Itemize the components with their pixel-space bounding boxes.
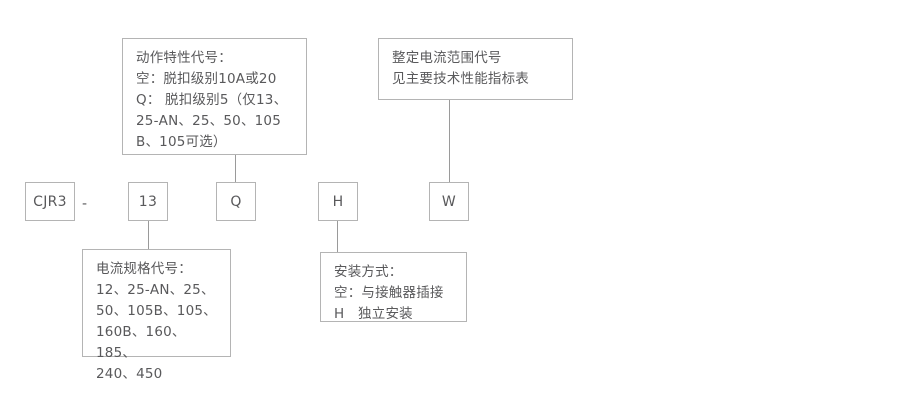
separator-dash: -: [82, 196, 88, 212]
code-box-trip-characteristic[interactable]: Q: [216, 182, 256, 221]
callout-trip-characteristic: 动作特性代号： 空：脱扣级别10A或20 Q： 脱扣级别5（仅13、 25-AN…: [122, 38, 307, 155]
code-box-setting-range[interactable]: W: [429, 182, 469, 221]
connector-current-rating: [148, 221, 149, 249]
callout-current-rating: 电流规格代号： 12、25-AN、25、 50、105B、105、 160B、1…: [82, 249, 231, 382]
connector-trip-characteristic: [235, 155, 236, 182]
callout-mounting: 安装方式： 空：与接触器插接 H 独立安装: [320, 252, 467, 322]
code-box-series[interactable]: CJR3: [25, 182, 75, 221]
code-box-current-rating[interactable]: 13: [128, 182, 168, 221]
callout-setting-range: 整定电流范围代号 见主要技术性能指标表: [378, 38, 573, 100]
code-box-mounting[interactable]: H: [318, 182, 358, 221]
connector-setting-range: [449, 100, 450, 182]
connector-mounting: [337, 221, 338, 252]
